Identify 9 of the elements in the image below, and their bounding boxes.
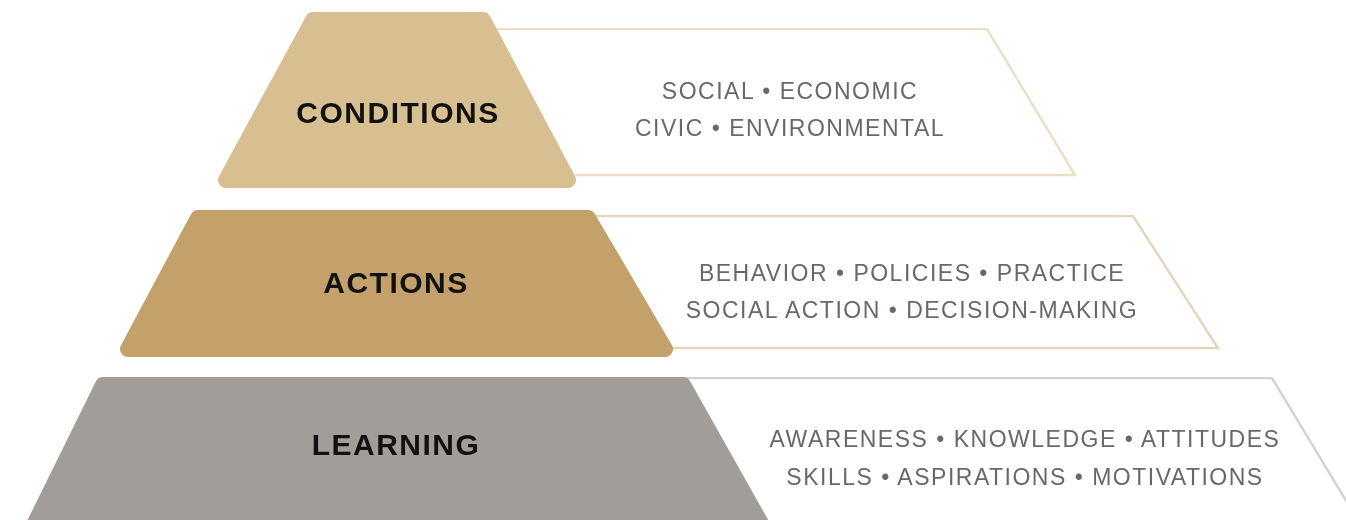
category-list: SOCIAL • ECONOMIC: [661, 79, 919, 103]
category-list: SOCIAL ACTION • DECISION-MAKING: [685, 298, 1139, 322]
level-label: ACTIONS: [323, 268, 469, 298]
level-label: CONDITIONS: [296, 98, 500, 128]
category-list: CIVIC • ENVIRONMENTAL: [634, 116, 946, 140]
category-list: AWARENESS • KNOWLEDGE • ATTITUDES: [769, 427, 1281, 451]
level-label: LEARNING: [311, 430, 481, 460]
category-list: SKILLS • ASPIRATIONS • MOTIVATIONS: [786, 465, 1264, 489]
category-list: BEHAVIOR • POLICIES • PRACTICE: [698, 261, 1126, 285]
